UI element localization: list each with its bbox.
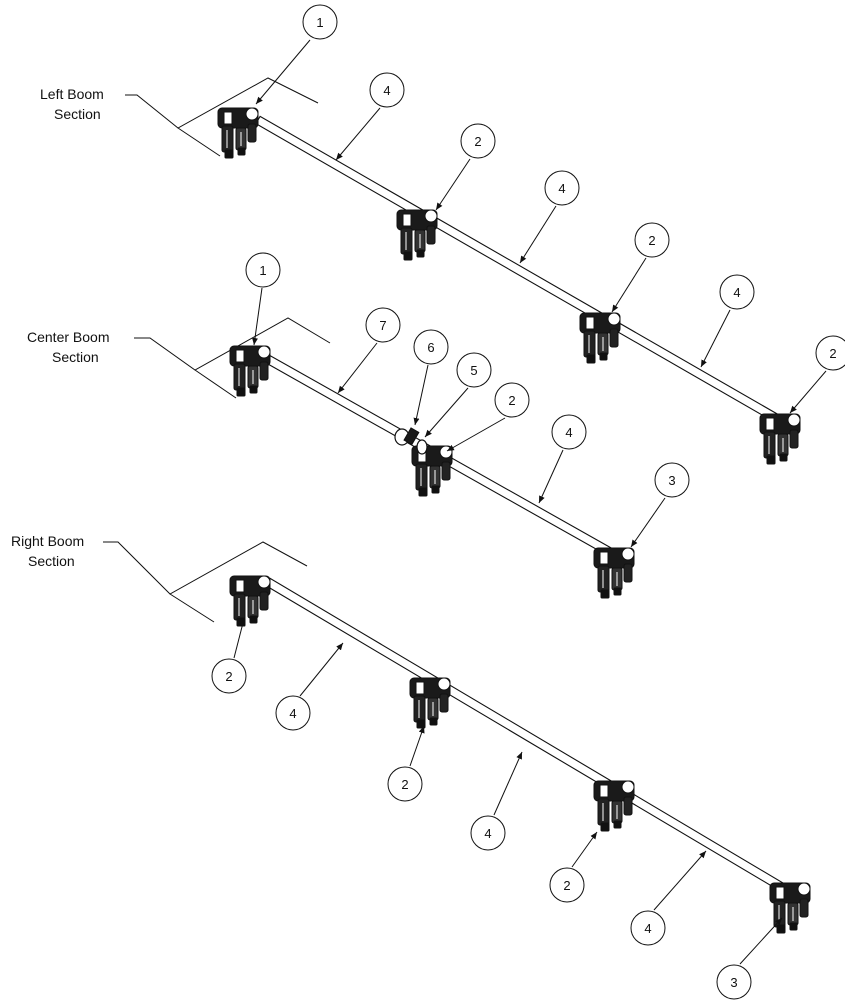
section-label-right-line1: Right Boom	[11, 533, 84, 549]
callout-balloon: 3	[716, 917, 783, 1000]
section-label-left: Left Boom Section	[40, 77, 319, 157]
nozzle-body	[759, 413, 801, 465]
callout-number: 3	[730, 975, 737, 990]
callout-number: 2	[563, 878, 570, 893]
callout-number: 4	[289, 706, 296, 721]
nozzle-body	[229, 575, 271, 627]
nozzle-body	[409, 677, 451, 729]
callout-balloon: 4	[519, 170, 580, 264]
callout-number: 4	[565, 425, 572, 440]
callout-balloon: 7	[337, 307, 401, 394]
callout-number: 2	[829, 346, 836, 361]
callout-balloon: 2	[446, 382, 530, 452]
callout-balloon: 4	[538, 414, 587, 504]
callout-balloon: 2	[387, 725, 425, 802]
callout-balloon: 4	[630, 850, 707, 946]
callout-balloon: 1	[245, 252, 281, 346]
callout-number: 5	[470, 363, 477, 378]
callout-balloon: 4	[275, 642, 344, 731]
callout-balloon: 5	[424, 352, 492, 438]
callout-number: 2	[648, 233, 655, 248]
nozzle-body	[769, 882, 811, 934]
callout-balloon: 2	[611, 222, 670, 313]
callout-number: 2	[401, 777, 408, 792]
callout-number: 4	[558, 181, 565, 196]
callout-balloon: 1	[255, 4, 338, 105]
callout-number: 2	[474, 134, 481, 149]
boom-pipe	[255, 115, 791, 430]
callouts-layer: 1 4 2 4 2 4 2 1 7 6 5 2 4 3 2 4 2 4 2 4 3	[211, 4, 845, 1000]
callout-balloon: 4	[470, 751, 523, 851]
section-label-center-line2: Section	[52, 349, 99, 365]
callout-number: 4	[383, 83, 390, 98]
nozzle-body	[411, 445, 453, 497]
callout-balloon: 3	[630, 462, 690, 548]
pipes-layer	[255, 115, 798, 900]
callout-balloon: 2	[211, 618, 247, 694]
boom-pipe	[265, 577, 798, 900]
callout-number: 7	[379, 318, 386, 333]
nozzles-layer	[217, 107, 811, 934]
callout-number: 1	[259, 263, 266, 278]
callout-balloon: 2	[435, 123, 496, 211]
section-label-right-line2: Section	[28, 553, 75, 569]
callout-number: 1	[316, 15, 323, 30]
pipe-coupler	[394, 427, 428, 455]
callout-balloon: 4	[700, 274, 755, 368]
callout-number: 2	[508, 393, 515, 408]
section-label-left-line2: Section	[54, 106, 101, 122]
section-label-left-line1: Left Boom	[40, 86, 104, 102]
nozzle-body	[396, 209, 438, 261]
callout-number: 2	[225, 669, 232, 684]
callout-number: 4	[484, 826, 491, 841]
callout-number: 3	[668, 473, 675, 488]
section-label-right: Right Boom Section	[11, 533, 308, 623]
section-label-center-line1: Center Boom	[27, 329, 109, 345]
callout-number: 6	[427, 340, 434, 355]
callout-number: 4	[733, 285, 740, 300]
nozzle-body	[217, 107, 259, 159]
nozzle-body	[593, 780, 635, 832]
callout-balloon: 6	[413, 329, 449, 426]
callout-balloon: 4	[335, 72, 405, 161]
section-label-center: Center Boom Section	[27, 317, 331, 399]
callout-balloon: 2	[789, 335, 845, 414]
nozzle-body	[229, 345, 271, 397]
nozzle-body	[579, 312, 621, 364]
coupler-layer	[394, 427, 428, 455]
callout-balloon: 2	[549, 831, 598, 903]
callout-number: 4	[644, 921, 651, 936]
nozzle-body	[593, 547, 635, 599]
